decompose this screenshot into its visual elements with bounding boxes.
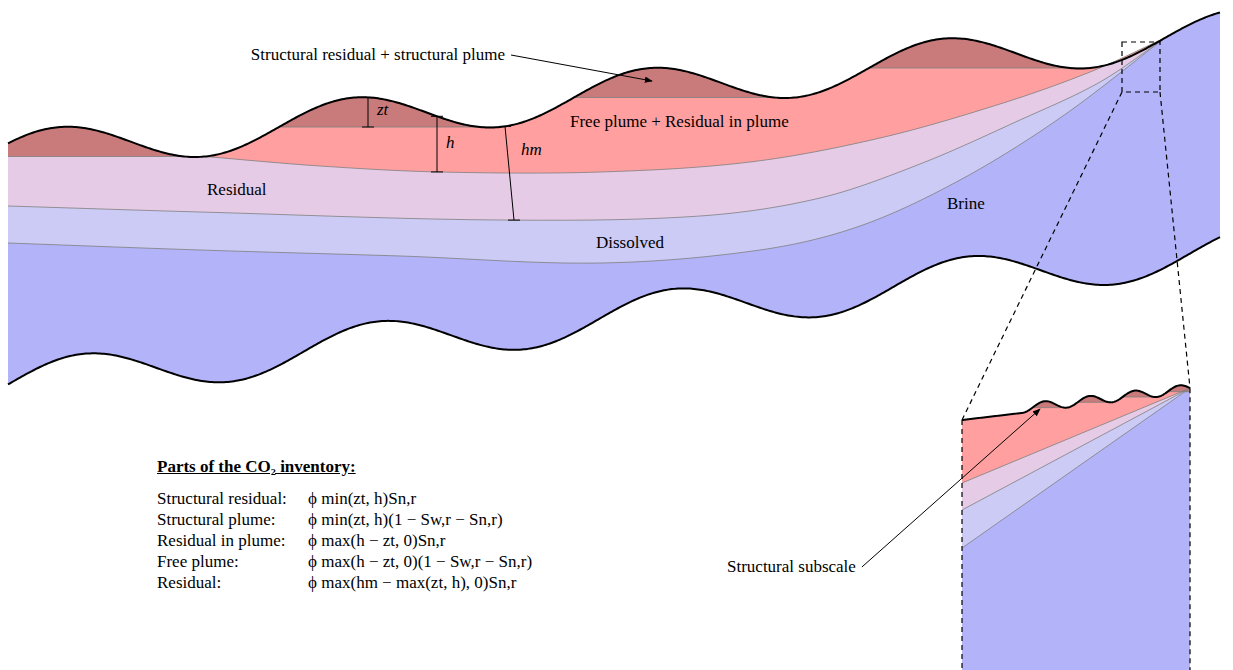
- inset-residual-boundary: [962, 388, 1190, 510]
- plume-boundary: [205, 38, 1165, 173]
- caprock-surface: [8, 13, 1220, 157]
- plume-layer: [205, 38, 1165, 173]
- hm-dimension-tick: [508, 220, 520, 221]
- zt-dimension-tick: [362, 127, 374, 128]
- brine-layer: [8, 13, 1220, 385]
- dimension-label: zt: [377, 100, 388, 120]
- inset-brine: [962, 385, 1190, 670]
- hm-dimension: [505, 126, 514, 220]
- leader-arrow: [511, 55, 652, 81]
- dissolved-boundary: [8, 38, 1165, 263]
- inventory-formula: ϕ max(h − zt, 0)Sn,r: [308, 531, 446, 551]
- inventory-term: Residual:: [157, 573, 221, 593]
- structural-trap: [279, 97, 500, 127]
- h-dimension-tick: [431, 171, 443, 172]
- inventory-formula: ϕ max(h − zt, 0)(1 − Sw,r − Sn,r): [308, 552, 532, 572]
- zt-dimension: [368, 97, 369, 127]
- inset-edge: [1189, 388, 1190, 670]
- h-dimension: [437, 116, 438, 172]
- inventory-term: Free plume:: [157, 552, 239, 572]
- inventory-term: Structural plume:: [157, 510, 276, 530]
- h-dimension-tick: [431, 116, 443, 117]
- region-label: Dissolved: [596, 233, 664, 253]
- callout-label: Structural subscale: [727, 557, 856, 577]
- region-label: Brine: [947, 194, 985, 214]
- leader-lines: [511, 55, 1040, 567]
- subscale-inset: [962, 42, 1190, 670]
- structural-trap: [869, 38, 1090, 68]
- inset-edge: [961, 420, 962, 670]
- trap-level-line: [869, 68, 1090, 69]
- leader-arrow: [862, 409, 1040, 567]
- residual-boundary: [8, 38, 1165, 220]
- formation-base: [8, 237, 1220, 384]
- inventory-heading: Parts of the CO₂ inventory:: [157, 457, 356, 477]
- inventory-formula: ϕ min(zt, h)Sn,r: [308, 489, 416, 509]
- dissolved-layer: [8, 38, 1165, 263]
- region-label: Structural residual + structural plume: [251, 45, 505, 65]
- region-label: Residual: [207, 180, 267, 200]
- inset-dissolved-boundary: [962, 388, 1190, 548]
- inventory-term: Residual in plume:: [157, 531, 285, 551]
- dimension-label: hm: [521, 140, 542, 160]
- zoom-line: [1160, 92, 1190, 388]
- trap-level-line: [279, 127, 500, 128]
- inset-surface: [962, 385, 1190, 420]
- trap-level-line: [574, 97, 795, 98]
- hm-dimension-tick: [499, 126, 511, 127]
- zoom-line: [962, 92, 1122, 420]
- inset-dissolved: [962, 385, 1190, 548]
- region-label: Free plume + Residual in plume: [570, 112, 789, 132]
- main-section: [8, 13, 1220, 385]
- inventory-formula: ϕ max(hm − max(zt, h), 0)Sn,r: [308, 573, 516, 593]
- dimension-label: h: [446, 133, 455, 153]
- inventory-term: Structural residual:: [157, 489, 287, 509]
- zt-dimension-tick: [362, 97, 374, 98]
- residual-layer: [8, 38, 1165, 220]
- trap-level-line: [1168, 391, 1190, 392]
- inventory-formula: ϕ min(zt, h)(1 − Sw,r − Sn,r): [308, 510, 503, 530]
- zoom-box: [1122, 42, 1160, 92]
